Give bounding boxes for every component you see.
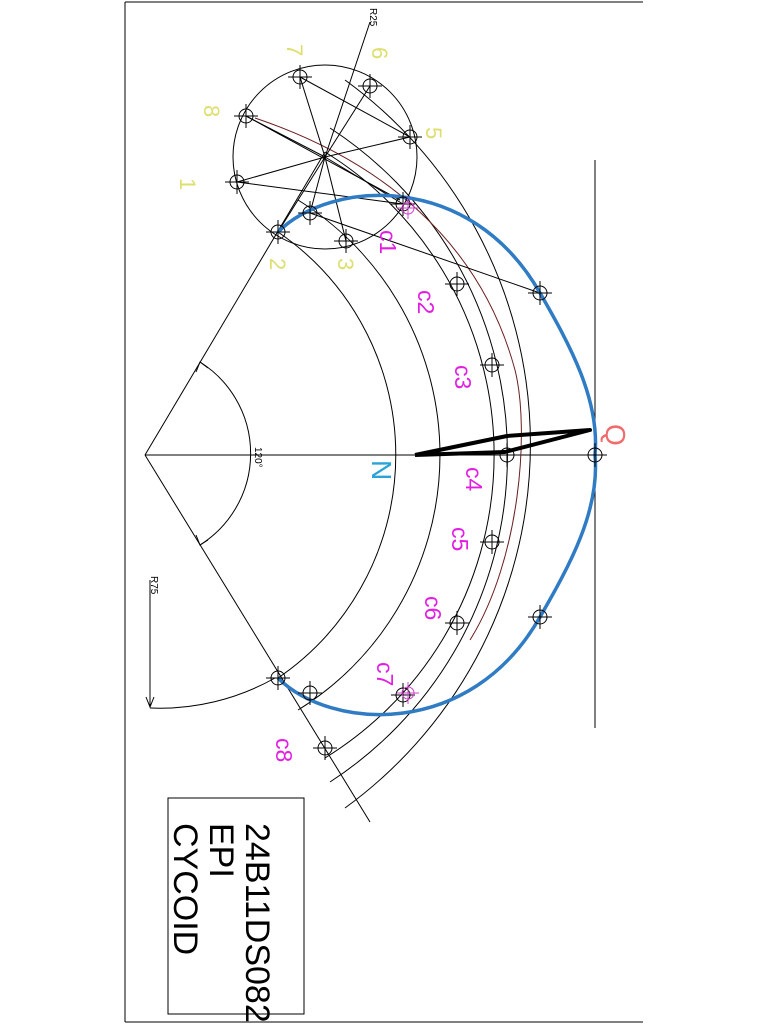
r75-arrow <box>145 696 155 709</box>
angle-arc <box>199 361 252 546</box>
r25-label: R25 <box>367 8 378 27</box>
centre-label-c5: c5 <box>447 527 473 551</box>
centre-label-c6: c6 <box>420 596 446 620</box>
centre-label-c3: c3 <box>450 365 476 389</box>
rolling-circle <box>232 64 418 250</box>
tangent-normal-lines <box>414 428 592 457</box>
r75-label: R75 <box>148 576 159 595</box>
r75-extension-arc <box>149 677 276 709</box>
angle-arrow-top <box>195 361 209 373</box>
point-label-6: 6 <box>367 47 392 59</box>
circle-spokes <box>236 76 411 242</box>
sector-radius-bottom <box>144 454 371 823</box>
magenta-markers <box>397 197 419 704</box>
base-circle-arc <box>277 231 397 679</box>
angle-label: 120° <box>252 447 263 468</box>
sector-radius-top <box>144 151 326 456</box>
brown-arc <box>254 117 522 641</box>
point-label-2: 2 <box>265 258 290 270</box>
centre-label-c7: c7 <box>372 662 398 686</box>
outer-arc <box>344 79 531 809</box>
point-markers <box>225 65 607 760</box>
r25-leader-line <box>324 21 371 158</box>
point-label-7: 7 <box>282 44 307 56</box>
angle-arrow-bottom <box>195 534 209 546</box>
centre-label-c8: c8 <box>271 738 297 762</box>
locus-of-centres-arc <box>324 151 495 759</box>
title-line-3: CYCOID <box>166 823 204 955</box>
title-block-frame <box>167 797 305 1015</box>
title-line-1: 24B11DS082 <box>238 823 276 1023</box>
point-label-q: Q <box>600 424 631 446</box>
centre-label-c2: c2 <box>413 290 439 314</box>
point-label-1: 1 <box>175 178 200 190</box>
point-label-5: 5 <box>421 127 446 139</box>
title-line-2: EPI <box>202 823 240 878</box>
construction-lines <box>236 76 541 294</box>
point-label-n: N <box>366 460 397 480</box>
centre-label-c1: c1 <box>375 230 401 254</box>
point-label-3: 3 <box>333 258 358 270</box>
centre-label-c4: c4 <box>461 467 487 492</box>
point-label-8: 8 <box>199 105 224 117</box>
